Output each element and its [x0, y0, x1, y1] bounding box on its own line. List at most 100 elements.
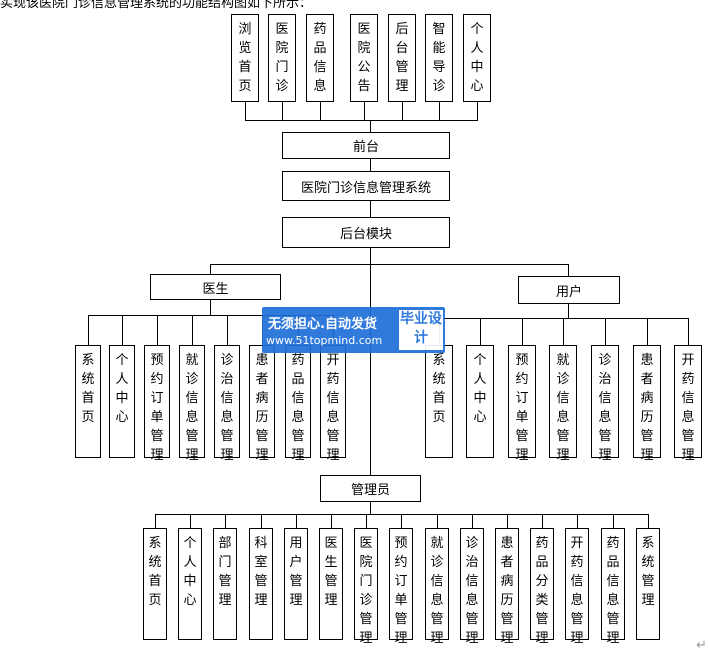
connector-line — [613, 514, 614, 528]
node-char: 管 — [681, 429, 695, 444]
node-char: 药 — [681, 372, 695, 387]
node-char: 告 — [357, 79, 371, 94]
node-char: 历 — [640, 410, 654, 425]
node-char: 统 — [81, 372, 95, 387]
node-char: 信 — [606, 574, 620, 589]
node-char: 管 — [556, 429, 570, 444]
node-char: 中 — [115, 391, 129, 406]
connector-line — [122, 315, 123, 345]
node-char: 人 — [473, 372, 487, 387]
user-node: 用户 — [518, 276, 620, 304]
node-char: 管 — [254, 574, 268, 589]
node-char: 个 — [473, 353, 487, 368]
node-char: 首 — [432, 391, 446, 406]
node-char: 理 — [220, 448, 234, 463]
node-char: 个 — [470, 22, 484, 37]
doctor-item-box: 系统首页 — [75, 345, 101, 458]
node-char: 诊 — [598, 353, 612, 368]
node-char: 信 — [220, 391, 234, 406]
node-char: 诊 — [432, 79, 446, 94]
node-char: 息 — [291, 410, 305, 425]
node-char: 信 — [185, 391, 199, 406]
node-char: 管 — [535, 612, 549, 627]
node-char: 诊 — [465, 536, 479, 551]
node-char: 医 — [324, 536, 338, 551]
node-char: 管 — [218, 574, 232, 589]
node-char: 单 — [394, 593, 408, 608]
node-char: 人 — [115, 372, 129, 387]
node-char: 订 — [150, 391, 164, 406]
node-char: 理 — [218, 593, 232, 608]
admin-item-box: 部门管理 — [213, 528, 237, 640]
node-char: 管 — [570, 612, 584, 627]
node-char: 理 — [289, 593, 303, 608]
node-char: 病 — [255, 391, 269, 406]
frontend-item-box: 医院门诊 — [268, 14, 296, 102]
frontend-item-box: 药品信息 — [306, 14, 334, 102]
node-char: 诊 — [185, 372, 199, 387]
node-char: 预 — [515, 353, 529, 368]
node-char: 管 — [465, 612, 479, 627]
node-char: 管 — [326, 429, 340, 444]
node-char: 台 — [395, 41, 409, 56]
node-char: 理 — [465, 631, 479, 646]
node-char: 患 — [640, 353, 654, 368]
connector-line — [88, 315, 334, 316]
node-char: 息 — [606, 593, 620, 608]
node-char: 理 — [324, 593, 338, 608]
user-item-box: 预约订单管理 — [508, 345, 536, 463]
connector-line — [605, 318, 606, 345]
node-char: 诊 — [220, 353, 234, 368]
node-char: 中 — [473, 391, 487, 406]
admin-item-box: 就诊信息管理 — [425, 528, 449, 646]
node-char: 理 — [515, 448, 529, 463]
node-char: 门 — [359, 574, 373, 589]
frontend-item-box: 智能导诊 — [425, 14, 453, 102]
admin-item-box: 个人中心 — [178, 528, 202, 640]
frontend-item-box: 浏览首页 — [231, 14, 259, 102]
connector-line — [542, 514, 543, 528]
node-char: 就 — [430, 536, 444, 551]
connector-line — [192, 315, 193, 345]
connector-line — [401, 514, 402, 528]
node-char: 理 — [430, 631, 444, 646]
node-char: 约 — [394, 555, 408, 570]
node-char: 药 — [570, 555, 584, 570]
node-char: 约 — [150, 372, 164, 387]
connector-line — [568, 264, 569, 276]
connector-line — [320, 102, 321, 120]
node-char: 页 — [81, 410, 95, 425]
admin-item-box: 医院门诊管理 — [354, 528, 378, 646]
doctor-item-box: 诊治信息管理 — [214, 345, 240, 463]
node-char: 信 — [313, 60, 327, 75]
connector-line — [370, 120, 371, 132]
user-item-box: 就诊信息管理 — [549, 345, 577, 463]
node-char: 首 — [238, 60, 252, 75]
frontend-item-box: 医院公告 — [350, 14, 378, 102]
node-char: 就 — [556, 353, 570, 368]
connector-line — [688, 318, 689, 345]
connector-line — [402, 102, 403, 120]
user-item-box: 诊治信息管理 — [591, 345, 619, 463]
connector-line — [563, 318, 564, 345]
node-char: 药 — [313, 22, 327, 37]
node-char: 首 — [148, 574, 162, 589]
connector-line — [439, 102, 440, 120]
node-char: 管 — [394, 612, 408, 627]
node-char: 统 — [148, 555, 162, 570]
watermark-line2: www.51topmind.com — [266, 334, 383, 347]
system-node: 医院门诊信息管理系统 — [282, 171, 450, 201]
connector-line — [227, 315, 228, 345]
node-char: 览 — [238, 41, 252, 56]
node-char: 管 — [515, 429, 529, 444]
node-char: 药 — [606, 536, 620, 551]
connector-line — [370, 264, 371, 475]
connector-line — [210, 300, 211, 315]
connector-line — [261, 514, 262, 528]
node-char: 理 — [500, 631, 514, 646]
connector-line — [370, 248, 371, 264]
connector-line — [437, 514, 438, 528]
admin-node: 管理员 — [320, 475, 421, 502]
connector-line — [477, 102, 478, 120]
connector-line — [296, 514, 297, 528]
